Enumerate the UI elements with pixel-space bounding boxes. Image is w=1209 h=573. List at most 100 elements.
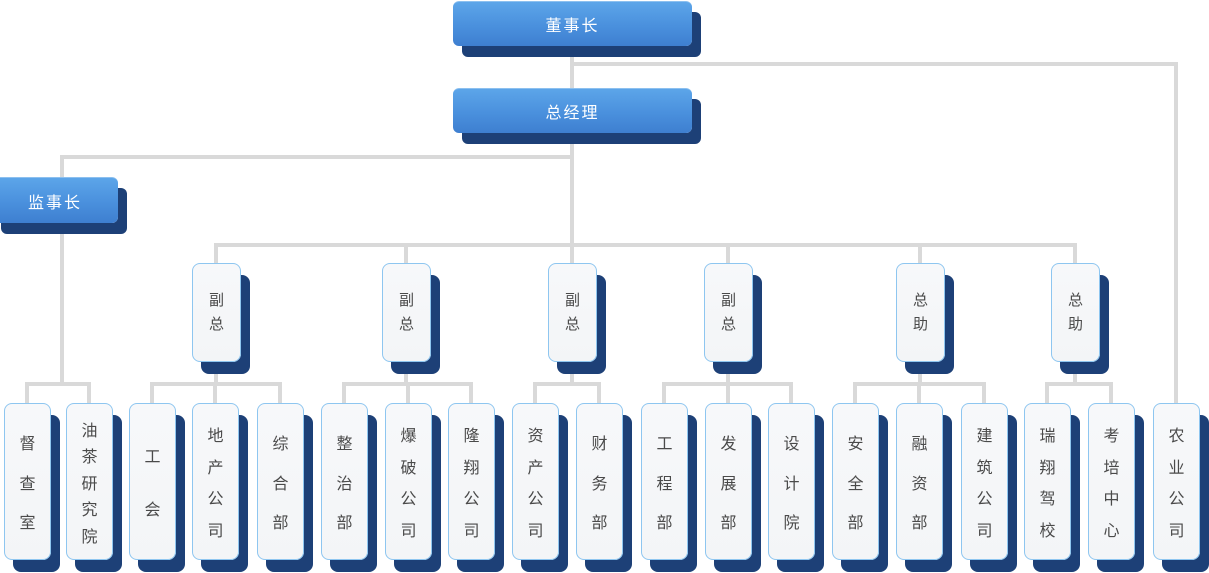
label-char: 副 <box>564 291 580 309</box>
label-char: 资 <box>527 427 544 445</box>
label-char: 部 <box>272 515 289 533</box>
label-char: 部 <box>656 515 673 533</box>
label-char: 隆 <box>463 427 480 445</box>
node-department: 工程部 <box>641 403 688 560</box>
label-char: 院 <box>81 528 98 546</box>
label-char: 产 <box>527 459 544 477</box>
connector-line <box>214 362 218 384</box>
node-supervisor: 监事长 <box>0 177 118 223</box>
label-char: 司 <box>1168 523 1185 541</box>
node-department: 地产公司 <box>192 403 239 560</box>
connector-line <box>982 384 986 403</box>
label-char: 中 <box>1103 491 1120 509</box>
connector-line <box>570 46 574 88</box>
label-char: 司 <box>976 523 993 541</box>
node-executive: 副总 <box>704 263 753 362</box>
label-char: 程 <box>656 475 673 493</box>
connector-line <box>662 384 666 403</box>
node-executive: 副总 <box>382 263 431 362</box>
label-char: 工 <box>656 435 673 453</box>
label-char: 总 <box>720 315 736 333</box>
node-department: 瑞翔驾校 <box>1024 403 1071 560</box>
label-char: 总 <box>398 315 414 333</box>
label-char: 司 <box>400 523 417 541</box>
label-char: 部 <box>336 515 353 533</box>
node-chairman: 董事长 <box>453 1 692 46</box>
connector-line <box>1109 384 1113 403</box>
connector-line <box>1073 245 1077 263</box>
label-char: 助 <box>912 315 928 333</box>
label-char: 翔 <box>1039 459 1056 477</box>
label-char: 查 <box>19 475 36 493</box>
connector-line <box>597 384 601 403</box>
connector-line <box>533 384 537 403</box>
label-char: 驾 <box>1039 491 1056 509</box>
label-char: 破 <box>400 459 417 477</box>
node-department: 工会 <box>129 403 176 560</box>
label-char: 治 <box>336 475 353 493</box>
label-char: 副 <box>398 291 414 309</box>
label-char: 公 <box>400 491 417 509</box>
connector-line <box>570 362 574 384</box>
node-department: 油茶研究院 <box>66 403 113 560</box>
node-department: 爆破公司 <box>385 403 432 560</box>
label-char: 油 <box>81 422 98 440</box>
node-department: 农业公司 <box>1153 403 1200 560</box>
label-char: 究 <box>81 502 98 519</box>
label-char: 产 <box>207 459 224 477</box>
connector-line <box>60 157 64 177</box>
node-department: 建筑公司 <box>961 403 1008 560</box>
label-char: 公 <box>1168 491 1185 509</box>
label-char: 公 <box>463 491 480 509</box>
label-char: 全 <box>847 475 864 493</box>
label-char: 考 <box>1103 427 1120 445</box>
label-char: 研 <box>81 475 98 493</box>
label-char: 部 <box>847 515 864 533</box>
connector-line <box>1045 384 1049 403</box>
label-char: 综 <box>272 435 289 453</box>
connector-line <box>726 384 730 403</box>
label-char: 副 <box>208 291 224 309</box>
node-label: 董事长 <box>545 18 600 35</box>
label-char: 司 <box>207 523 224 541</box>
label-char: 心 <box>1103 523 1120 541</box>
node-label: 总经理 <box>545 105 600 122</box>
label-char: 计 <box>783 475 800 493</box>
label-char: 总 <box>1067 291 1083 309</box>
label-char: 发 <box>720 435 737 453</box>
label-char: 地 <box>207 427 224 445</box>
connector-line <box>404 245 408 263</box>
label-char: 校 <box>1039 523 1056 541</box>
connector-line <box>570 133 574 245</box>
label-char: 公 <box>207 491 224 509</box>
connector-line <box>570 245 574 263</box>
node-executive: 总助 <box>896 263 945 362</box>
label-char: 副 <box>720 291 736 309</box>
label-char: 助 <box>1067 315 1083 333</box>
connector-line <box>404 362 408 384</box>
label-char: 业 <box>1168 459 1185 477</box>
connector-line <box>214 243 1077 247</box>
node-department: 融资部 <box>896 403 943 560</box>
connector-line <box>726 362 730 384</box>
label-char: 总 <box>912 291 928 309</box>
node-department: 安全部 <box>832 403 879 560</box>
label-char: 总 <box>208 315 224 333</box>
connector-line <box>918 362 922 384</box>
label-char: 部 <box>591 515 608 533</box>
label-char: 司 <box>527 523 544 541</box>
node-executive: 副总 <box>192 263 241 362</box>
connector-line <box>214 245 218 263</box>
label-char: 财 <box>591 435 608 453</box>
connector-line <box>213 384 217 403</box>
label-char: 农 <box>1168 427 1185 445</box>
label-char: 安 <box>847 435 864 453</box>
label-char: 展 <box>720 475 737 493</box>
connector-line <box>1045 382 1113 386</box>
connector-line <box>853 384 857 403</box>
connector-line <box>917 384 921 403</box>
label-char: 茶 <box>81 449 98 466</box>
label-char: 室 <box>19 515 36 533</box>
connector-line <box>25 384 29 403</box>
